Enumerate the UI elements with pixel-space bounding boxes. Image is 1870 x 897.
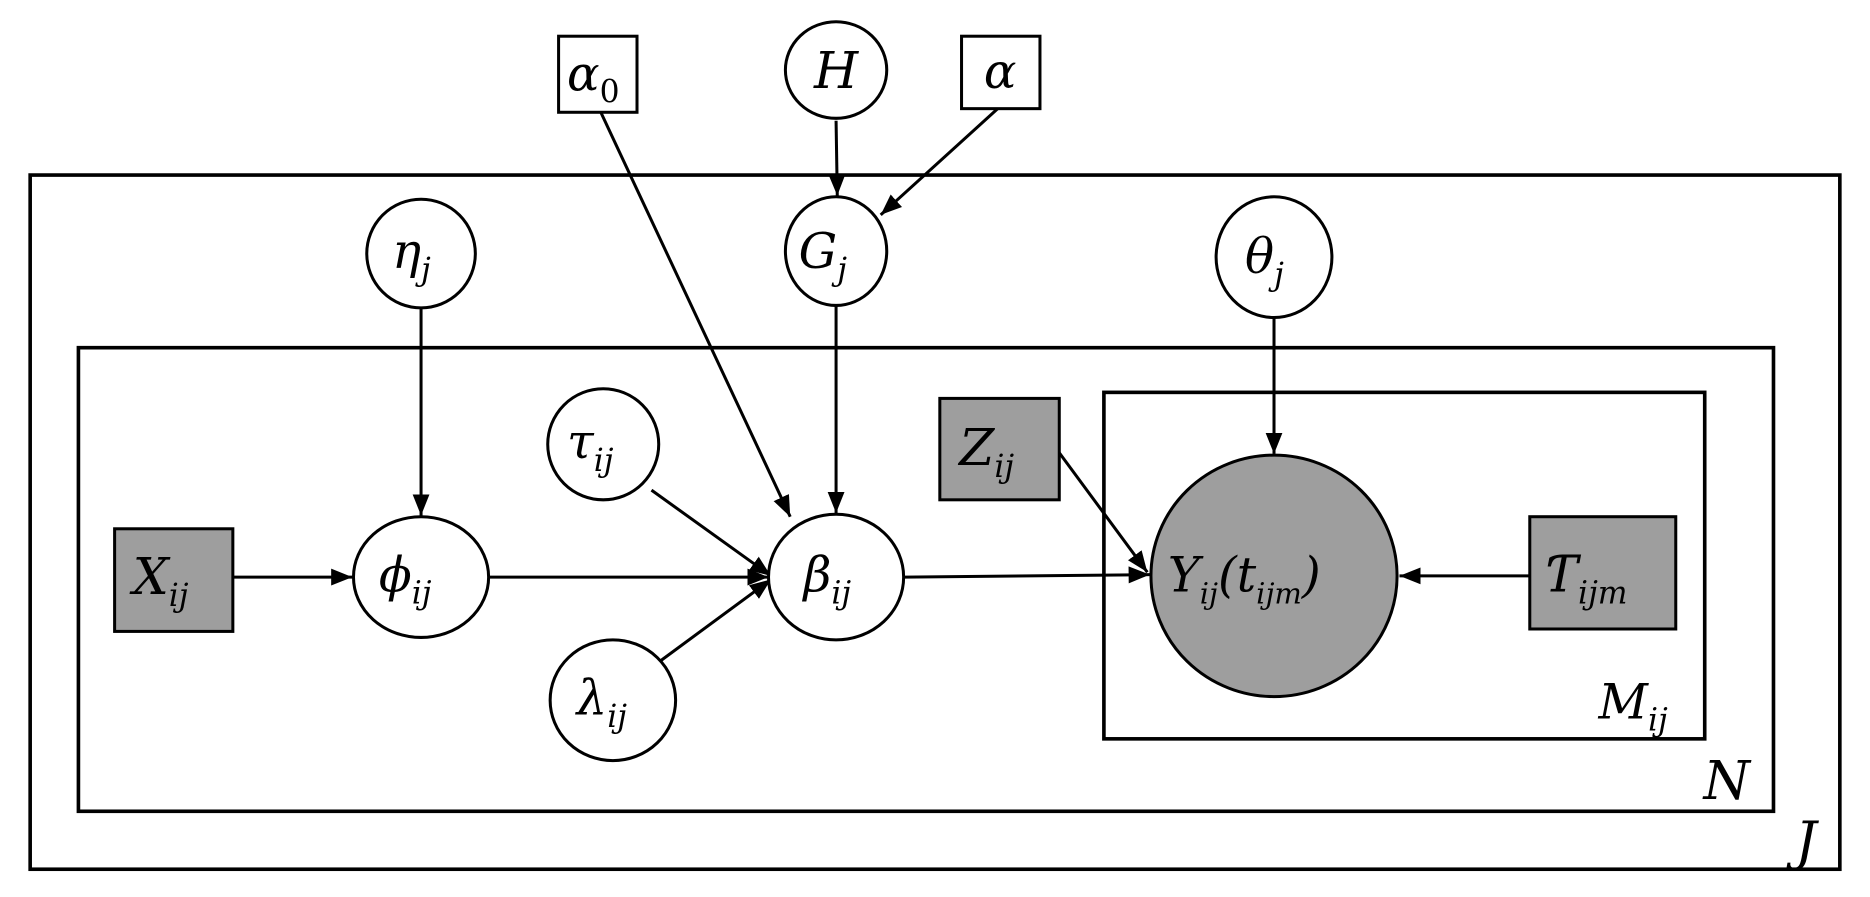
- node-z-label: Zij: [957, 418, 1014, 485]
- plate-N: [76, 345, 1776, 814]
- node-lambda-label: λij: [575, 671, 628, 735]
- edge-alpha-g: [879, 107, 999, 217]
- node-g: [783, 195, 889, 307]
- node-theta-label: θj: [1245, 229, 1284, 293]
- node-h: [783, 20, 889, 120]
- node-alpha-label: α: [984, 44, 1017, 100]
- edge-tau-beta: [650, 488, 772, 578]
- node-t: [1528, 515, 1678, 631]
- edge-alpha0-beta: [599, 111, 792, 518]
- plate-label-J: J: [1786, 811, 1819, 873]
- node-t-label: Ƭijm: [1544, 545, 1627, 612]
- edge-z-y: [1058, 451, 1149, 574]
- edges: [232, 107, 1530, 662]
- plate-J: [28, 173, 1842, 872]
- plate-label-N: N: [1702, 750, 1752, 812]
- node-h-label: H: [813, 41, 859, 100]
- node-lambda: [548, 638, 678, 763]
- node-x-label: Xij: [129, 547, 189, 614]
- node-tau-label: τij: [567, 415, 614, 479]
- node-y: [1149, 453, 1399, 699]
- node-alpha: [960, 34, 1042, 111]
- node-beta-label: βij: [801, 548, 851, 612]
- edge-lambda-beta: [660, 578, 772, 662]
- node-tau: [546, 387, 661, 502]
- node-theta: [1214, 195, 1334, 320]
- node-x: [113, 527, 235, 633]
- node-g-label: Gj: [799, 224, 848, 288]
- node-eta-label: ηj: [392, 224, 431, 288]
- edge-h-g: [828, 120, 846, 196]
- edge-beta-y: [904, 566, 1150, 584]
- node-z: [938, 396, 1061, 502]
- plate-label-M: Mij: [1598, 674, 1668, 738]
- node-alpha0: [557, 34, 639, 114]
- node-alpha0-label: α0: [567, 47, 620, 111]
- node-phi-label: ϕij: [379, 548, 432, 612]
- plate-M: [1102, 390, 1707, 741]
- node-beta: [767, 512, 906, 642]
- node-phi: [351, 515, 491, 639]
- node-y-label: Yij(tijm): [1168, 548, 1321, 611]
- node-eta: [365, 197, 477, 310]
